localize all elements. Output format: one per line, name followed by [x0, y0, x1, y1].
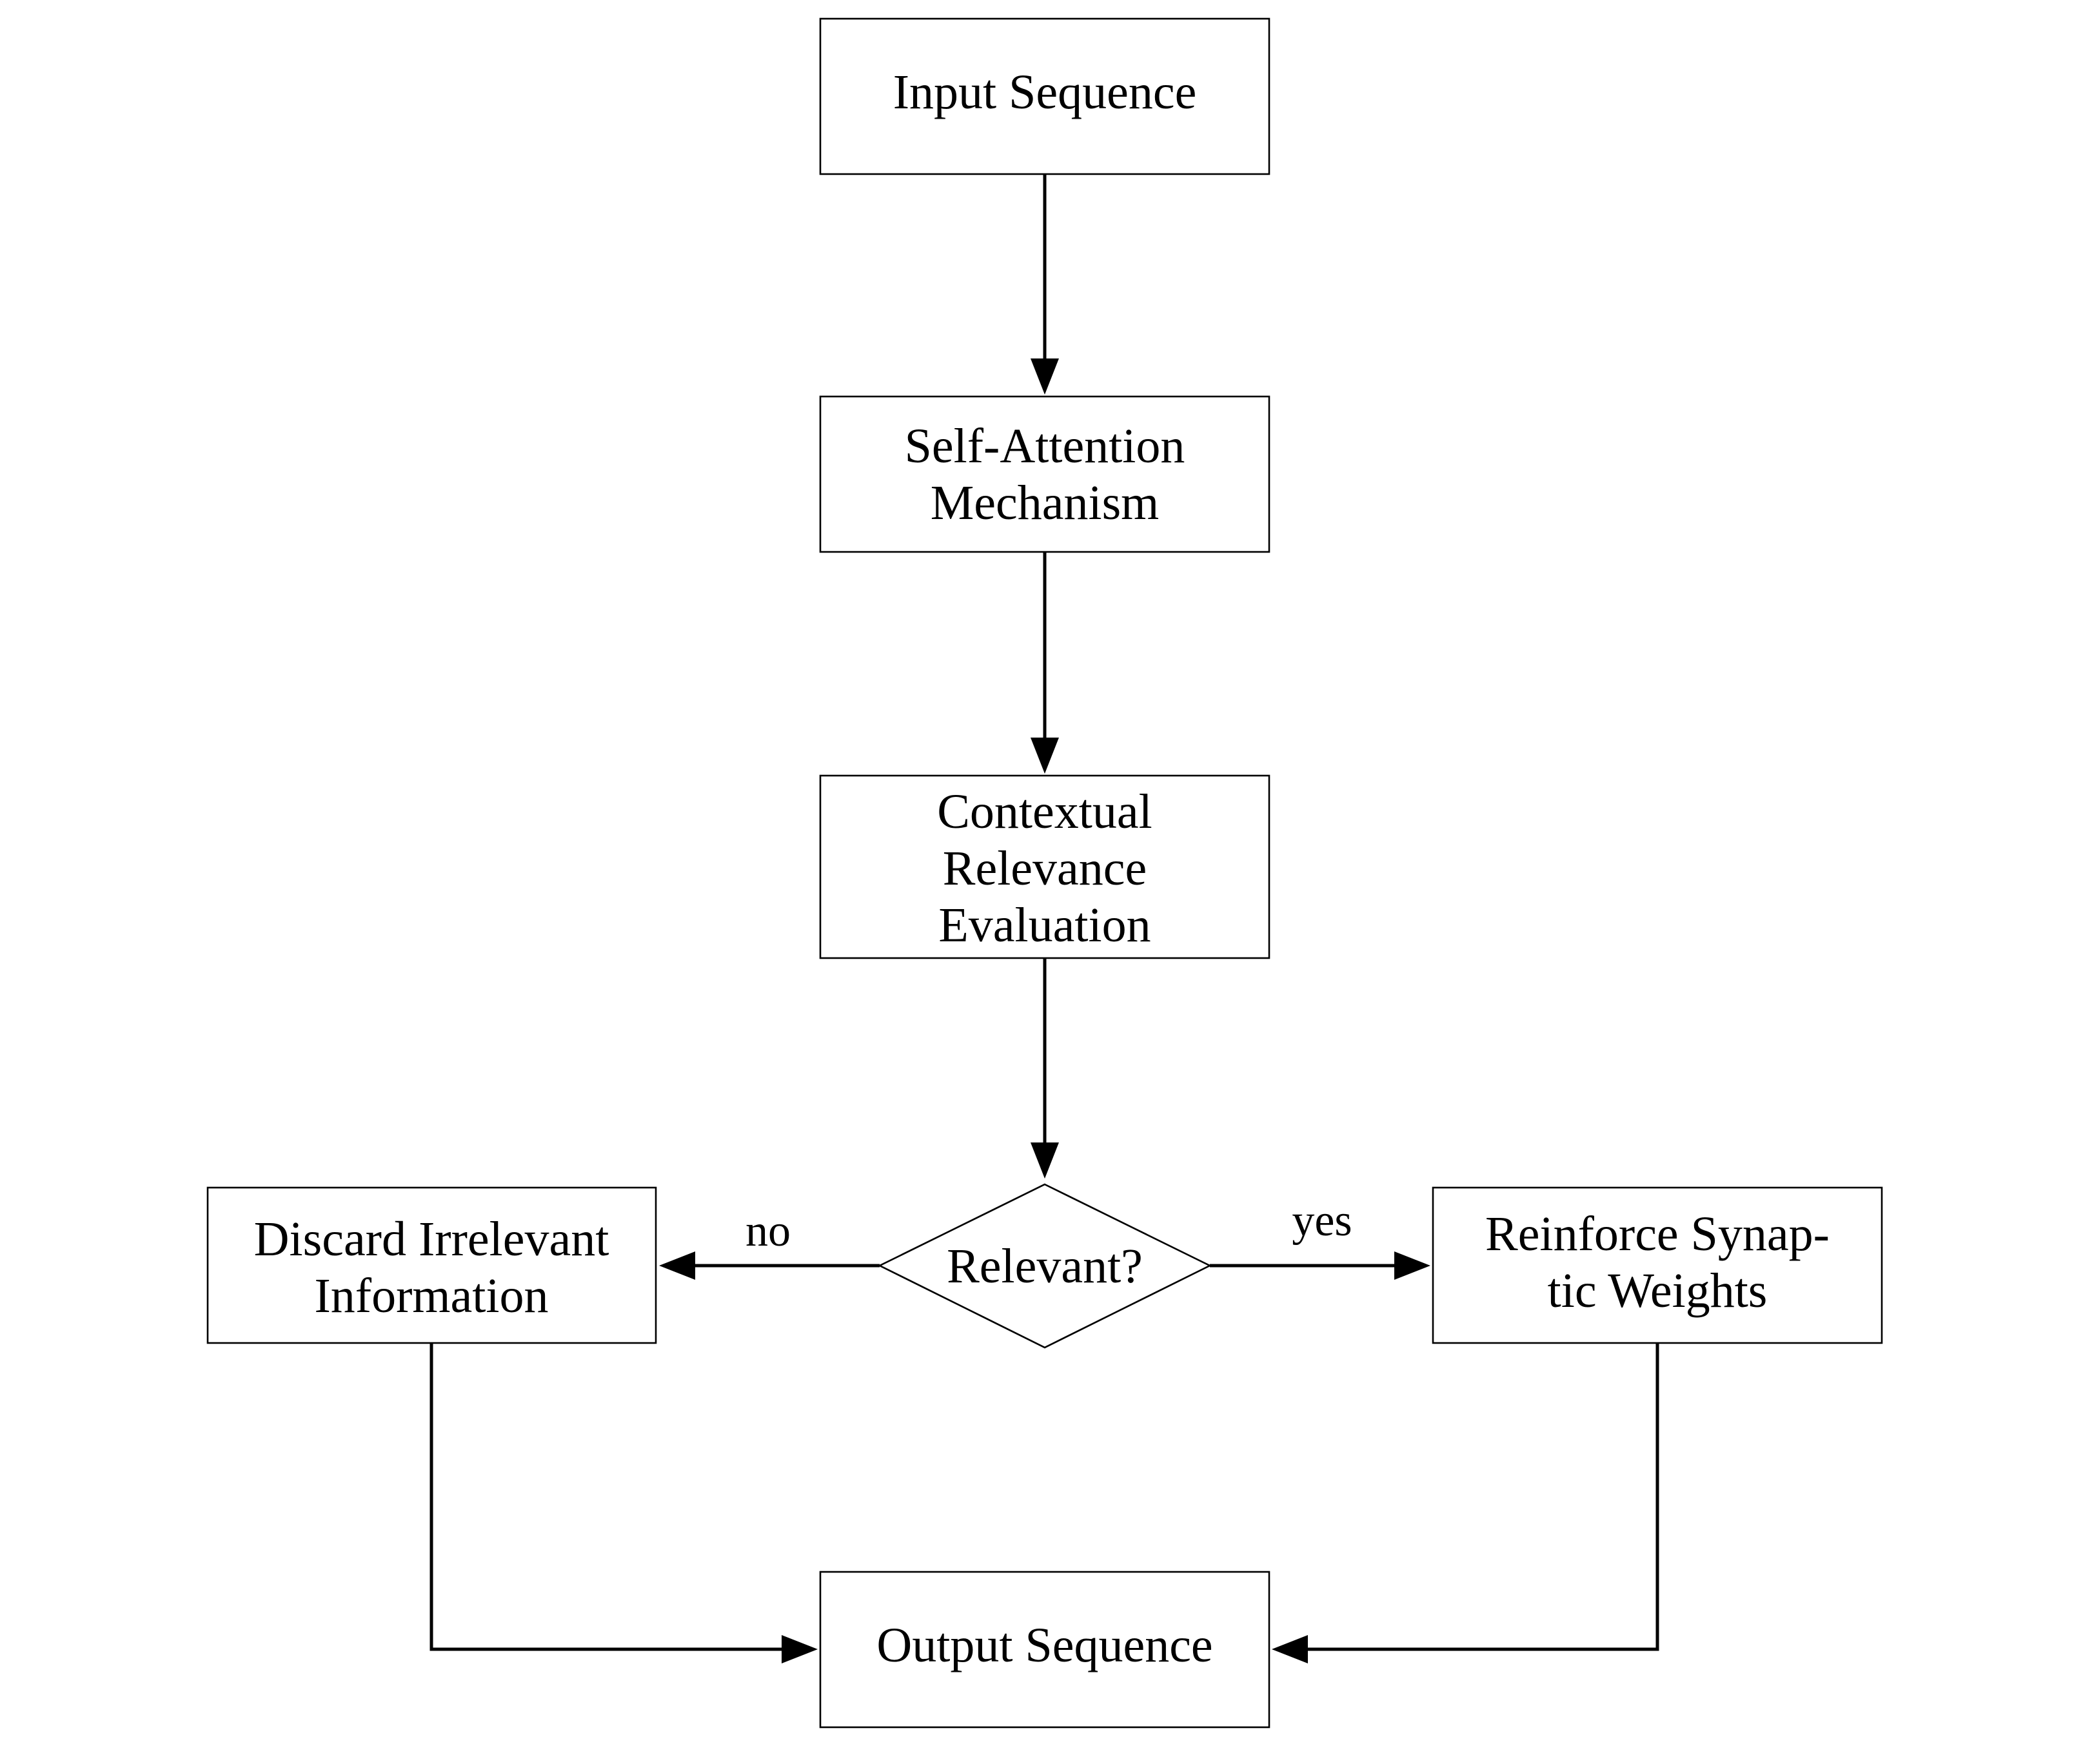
node-discard-information-line2: Information	[314, 1269, 548, 1323]
node-self-attention-line2: Mechanism	[931, 476, 1160, 530]
arrowhead-decision	[1031, 1142, 1059, 1179]
node-output-sequence: Output Sequence	[819, 1571, 1270, 1729]
node-relevant-decision: Relevant?	[878, 1183, 1212, 1349]
node-input-sequence-label: Input Sequence	[893, 65, 1197, 119]
node-relevance-evaluation-line3: Evaluation	[938, 898, 1151, 952]
node-output-sequence-box	[819, 1571, 1270, 1729]
arrowhead-attention	[1031, 358, 1059, 395]
arrowhead-output-left	[782, 1635, 818, 1663]
edge-label-no: no	[746, 1206, 791, 1256]
node-output-sequence-label: Output Sequence	[876, 1618, 1212, 1672]
node-self-attention-line1: Self-Attention	[905, 419, 1185, 473]
node-reinforce-weights-line1: Reinforce Synap-	[1485, 1207, 1830, 1261]
arrowhead-output-right	[1272, 1635, 1308, 1663]
arrowhead-reinforce	[1394, 1251, 1430, 1280]
node-relevance-evaluation-line1: Contextual	[937, 785, 1152, 839]
node-relevance-evaluation-box	[819, 774, 1270, 959]
node-discard-information: Discard Irrelevant Information	[206, 1186, 657, 1344]
node-relevance-evaluation-line2: Relevance	[943, 841, 1147, 896]
node-self-attention: Self-Attention Mechanism	[819, 395, 1270, 553]
edge-reinforce-to-output	[1308, 1344, 1659, 1651]
node-relevance-evaluation: Contextual Relevance Evaluation	[819, 774, 1270, 959]
node-input-sequence-box	[819, 17, 1270, 175]
node-discard-information-box	[206, 1186, 657, 1344]
arrowhead-evaluation	[1031, 738, 1059, 774]
node-self-attention-box	[819, 395, 1270, 553]
node-reinforce-weights: Reinforce Synap- tic Weights	[1432, 1186, 1883, 1344]
edge-discard-to-output	[430, 1344, 782, 1651]
flowchart-edges	[430, 174, 1659, 1663]
node-relevant-decision-diamond	[878, 1183, 1212, 1349]
edge-label-yes: yes	[1292, 1196, 1352, 1246]
node-relevant-decision-label: Relevant?	[947, 1239, 1143, 1293]
node-reinforce-weights-line2: tic Weights	[1548, 1264, 1768, 1318]
node-input-sequence: Input Sequence	[819, 17, 1270, 175]
node-discard-information-line1: Discard Irrelevant	[254, 1212, 609, 1266]
arrowhead-discard	[659, 1251, 695, 1280]
node-reinforce-weights-box	[1432, 1186, 1883, 1344]
